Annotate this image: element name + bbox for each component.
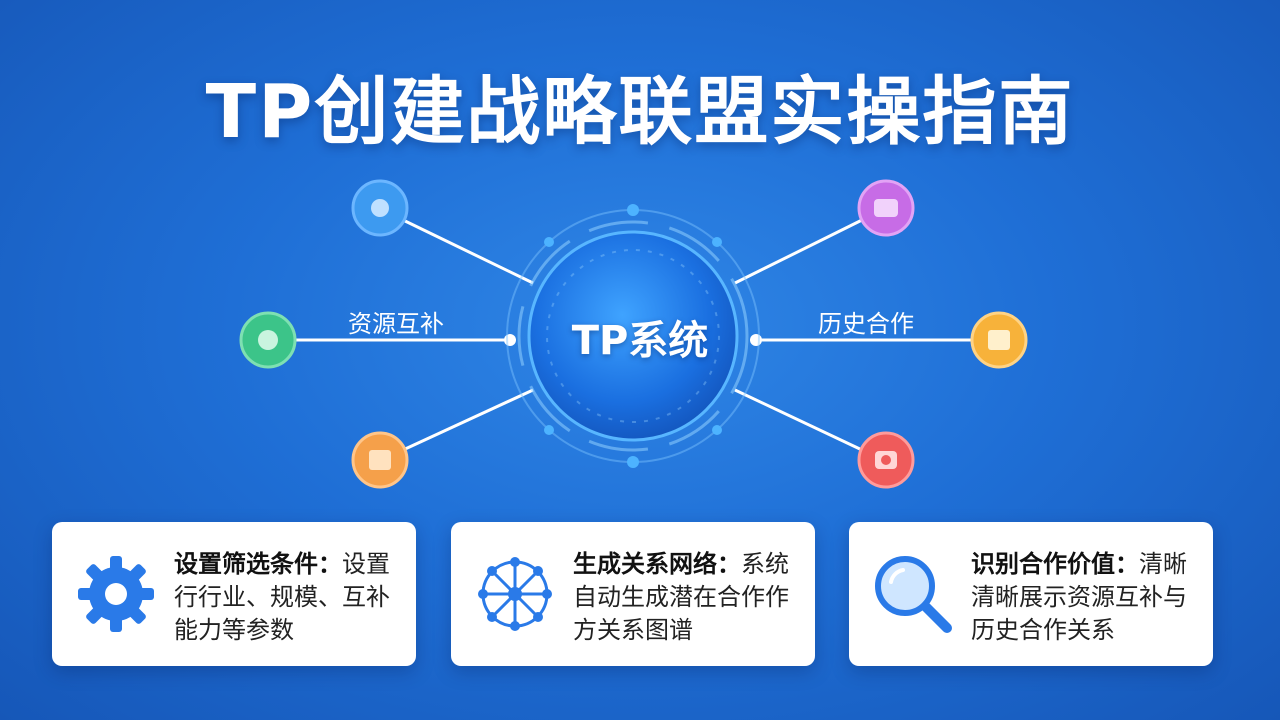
- card-filter-conditions: 设置筛选条件：设置行行业、规模、互补能力等参数: [52, 522, 416, 666]
- hub-circle: [527, 230, 739, 442]
- hub-label: TP系统: [571, 318, 709, 364]
- card-heading: 识别合作价值：: [971, 550, 1139, 578]
- connector-lines: [294, 218, 972, 452]
- label-resource-complement: 资源互补: [348, 310, 444, 338]
- card-text: 设置筛选条件：设置行行业、规模、互补能力等参数: [174, 548, 406, 647]
- hub-ring-dot: [544, 237, 554, 247]
- camera-lens: [881, 455, 891, 465]
- document-icon: [988, 330, 1010, 350]
- node-left-2: [239, 311, 297, 369]
- connector-endpoint: [750, 334, 762, 346]
- hub-ring-dot: [712, 237, 722, 247]
- hub-ring-dot: [712, 425, 722, 435]
- card-body: 系统自动生成潜在合作作方关系图谱: [573, 550, 789, 644]
- hub-ring-dot: [544, 425, 554, 435]
- hub-inner-ring: [546, 249, 720, 423]
- card-relationship-network: 生成关系网络：系统自动生成潜在合作作方关系图谱: [451, 522, 815, 666]
- node-right-1: [857, 179, 915, 237]
- calendar-icon: [369, 450, 391, 470]
- network-icon: [478, 557, 552, 631]
- node-left-1: [351, 179, 409, 237]
- connector-endpoint: [504, 334, 516, 346]
- card-text: 生成关系网络：系统自动生成潜在合作作方关系图谱: [573, 548, 805, 647]
- label-history-cooperation: 历史合作: [818, 310, 914, 338]
- card-cooperation-value: 识别合作价值：清晰清晰展示资源互补与历史合作关系: [849, 522, 1213, 666]
- magnifier-icon: [875, 556, 952, 633]
- node-left-3: [351, 431, 409, 489]
- connector-line: [734, 388, 863, 452]
- dot-icon: [258, 330, 278, 350]
- page-title: TP创建战略联盟实操指南: [205, 69, 1075, 155]
- hub-ring-dot: [627, 456, 639, 468]
- card-body: 清晰清晰展示资源互补与历史合作关系: [971, 550, 1187, 644]
- card-body: 设置行行业、规模、互补能力等参数: [174, 550, 390, 644]
- connector-line: [402, 388, 534, 452]
- card-heading: 生成关系网络：: [573, 550, 741, 578]
- dot-icon: [371, 199, 389, 217]
- card-heading: 设置筛选条件：: [174, 550, 342, 578]
- gear-icon: [78, 556, 154, 632]
- connector-line: [402, 218, 534, 285]
- hub-dashed-ring: [517, 220, 749, 452]
- chat-icon: [874, 199, 898, 217]
- hub: [506, 204, 760, 468]
- hub-ring-dot: [627, 204, 639, 216]
- node-right-2: [970, 311, 1028, 369]
- connector-line: [734, 218, 863, 285]
- node-right-3: [857, 431, 915, 489]
- card-text: 识别合作价值：清晰清晰展示资源互补与历史合作关系: [971, 548, 1203, 647]
